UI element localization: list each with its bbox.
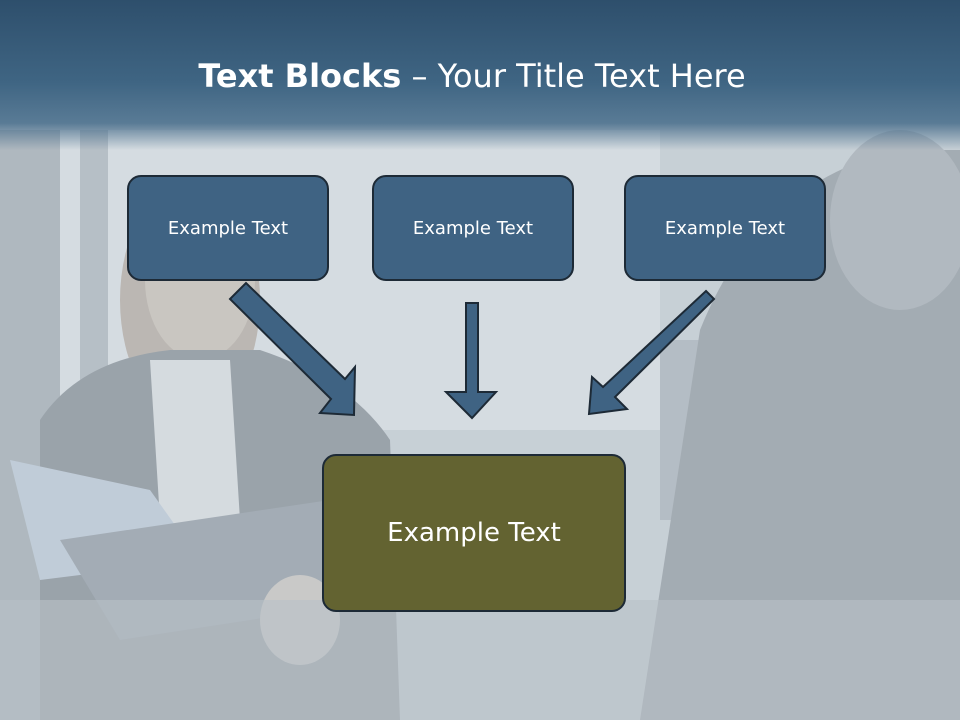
text-block-center-label: Example Text <box>412 217 534 239</box>
arrow-right-diagonal <box>587 289 716 416</box>
title-bar <box>0 0 960 150</box>
text-block-left-label: Example Text <box>167 217 289 239</box>
text-block-left: Example Text <box>127 175 329 281</box>
text-block-right-label: Example Text <box>664 217 786 239</box>
arrow-center-down <box>443 302 499 420</box>
text-block-main-label: Example Text <box>387 518 561 548</box>
slide-title: Text Blocks – Your Title Text Here <box>0 54 944 98</box>
title-rest: Your Title Text Here <box>437 57 746 95</box>
text-block-main: Example Text <box>322 454 626 612</box>
title-separator: – <box>401 57 438 95</box>
text-block-center: Example Text <box>372 175 574 281</box>
text-block-right: Example Text <box>624 175 826 281</box>
title-bold-part: Text Blocks <box>198 57 402 95</box>
arrow-left-diagonal <box>228 281 357 417</box>
